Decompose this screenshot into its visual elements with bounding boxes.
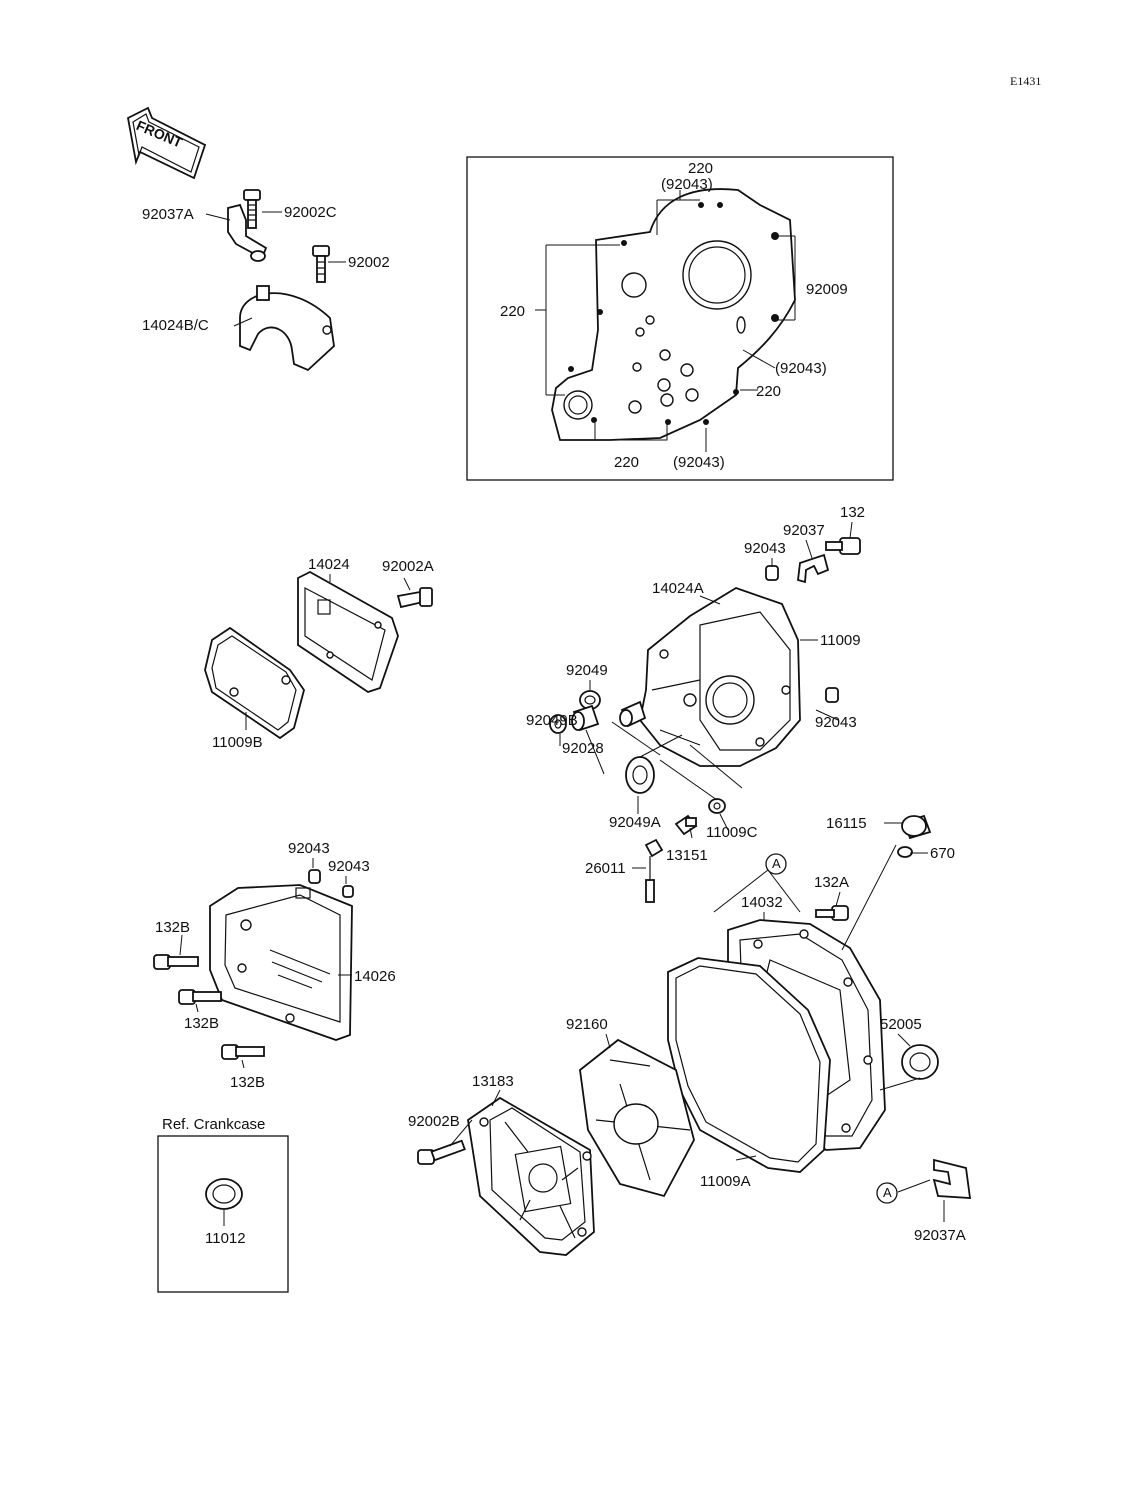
label-132A: 132A: [814, 874, 850, 891]
dowel-92043-a: [765, 565, 779, 581]
label-132B-2: 132B: [184, 1015, 220, 1032]
clamp-92037A-top: [227, 203, 268, 262]
label-92009: 92009: [806, 281, 848, 298]
label-92160: 92160: [566, 1016, 608, 1033]
ref-crankcase-title: Ref. Crankcase: [162, 1116, 266, 1133]
label-92043-b: 92043: [815, 714, 857, 731]
dowel-92043-d: [342, 885, 354, 898]
label-13183: 13183: [472, 1073, 514, 1090]
label-92043-top: (92043): [661, 176, 713, 193]
wire-26011: [644, 838, 664, 903]
assembly-lines: [611, 721, 743, 801]
label-11009C: 11009C: [706, 824, 758, 841]
bolt-92002B: [417, 1139, 466, 1165]
label-13151: 13151: [666, 847, 708, 864]
label-92043-d: 92043: [328, 858, 370, 875]
label-92002A: 92002A: [382, 558, 434, 575]
label-220-bottom: 220: [614, 454, 640, 471]
label-92037A-bottom: 92037A: [914, 1227, 966, 1244]
circle-marker-a-top: [765, 853, 787, 875]
bushing-92028: [571, 704, 600, 732]
label-92002B: 92002B: [408, 1113, 460, 1130]
sleeve-92028b: [619, 700, 647, 728]
cover-14024A-11009: [639, 587, 801, 767]
dowel-92043-b: [825, 687, 839, 703]
label-132B-3: 132B: [230, 1074, 266, 1091]
bolt-132A: [815, 905, 849, 921]
label-11009: 11009: [820, 632, 861, 649]
label-220-top: 220: [688, 160, 714, 177]
label-92037: 92037: [783, 522, 825, 539]
damper-92160: [579, 1038, 695, 1198]
gasket-detail-box: [466, 156, 894, 481]
bushing-92049B: [549, 714, 567, 734]
label-92049A: 92049A: [609, 814, 661, 831]
clamp-92037A-bottom: [932, 1158, 972, 1199]
label-14024B-C: 14024B/C: [142, 317, 209, 334]
plug-16115: [901, 814, 932, 840]
bolt-92002A: [396, 587, 433, 609]
cover-13183: [467, 1096, 595, 1256]
switch-13151: [674, 814, 698, 836]
seal-92049A: [625, 756, 655, 794]
bolt-132: [825, 537, 861, 555]
label-92043-bottom: (92043): [673, 454, 725, 471]
label-670: 670: [930, 845, 956, 862]
bolt-132B-1: [153, 954, 199, 970]
label-220-left: 220: [500, 303, 526, 320]
cover-14024B-C: [239, 285, 335, 372]
label-14024A: 14024A: [652, 580, 704, 597]
label-52005: 52005: [880, 1016, 922, 1033]
label-92049B: 92049B: [526, 712, 578, 729]
circle-marker-a-bottom-label: A: [883, 1185, 892, 1200]
label-26011: 26011: [585, 860, 626, 877]
label-11012: 11012: [205, 1230, 246, 1247]
label-14032: 14032: [741, 894, 783, 911]
label-16115: 16115: [826, 815, 867, 832]
label-14024: 14024: [308, 556, 350, 573]
bolt-132B-2: [178, 989, 222, 1005]
seal-52005: [901, 1044, 939, 1080]
cover-14026: [209, 884, 353, 1041]
label-220-right: 220: [756, 383, 782, 400]
label-11009B: 11009B: [212, 734, 263, 751]
label-92002C: 92002C: [284, 204, 337, 221]
label-132: 132: [840, 504, 866, 521]
circle-marker-a-top-label: A: [772, 856, 781, 871]
plug-11012: [205, 1178, 243, 1210]
leader-lines: [179, 211, 945, 1226]
label-14026: 14026: [354, 968, 396, 985]
bolt-92002: [312, 245, 330, 283]
label-92049: 92049: [566, 662, 608, 679]
label-92037A-top: 92037A: [142, 206, 194, 223]
oring-11009C: [708, 798, 726, 814]
front-arrow: [126, 106, 207, 180]
label-92002: 92002: [348, 254, 390, 271]
bolt-92002C: [243, 189, 261, 229]
diagram-code: E1431: [1010, 74, 1042, 88]
oring-670: [897, 846, 913, 858]
label-11009A: 11009A: [700, 1173, 751, 1190]
label-92043-a: 92043: [744, 540, 786, 557]
bolt-132B-3: [221, 1044, 265, 1060]
circle-marker-a-bottom: [876, 1182, 898, 1204]
label-92043-c: 92043: [288, 840, 330, 857]
cover-14024: [297, 570, 399, 693]
gasket-11009B: [204, 626, 305, 740]
bracket-92037: [797, 553, 830, 584]
dowel-92043-c: [308, 869, 321, 884]
label-92043-right: (92043): [775, 360, 827, 377]
ref-crankcase-box: [157, 1135, 289, 1293]
label-92028: 92028: [562, 740, 604, 757]
label-132B-1: 132B: [155, 919, 191, 936]
